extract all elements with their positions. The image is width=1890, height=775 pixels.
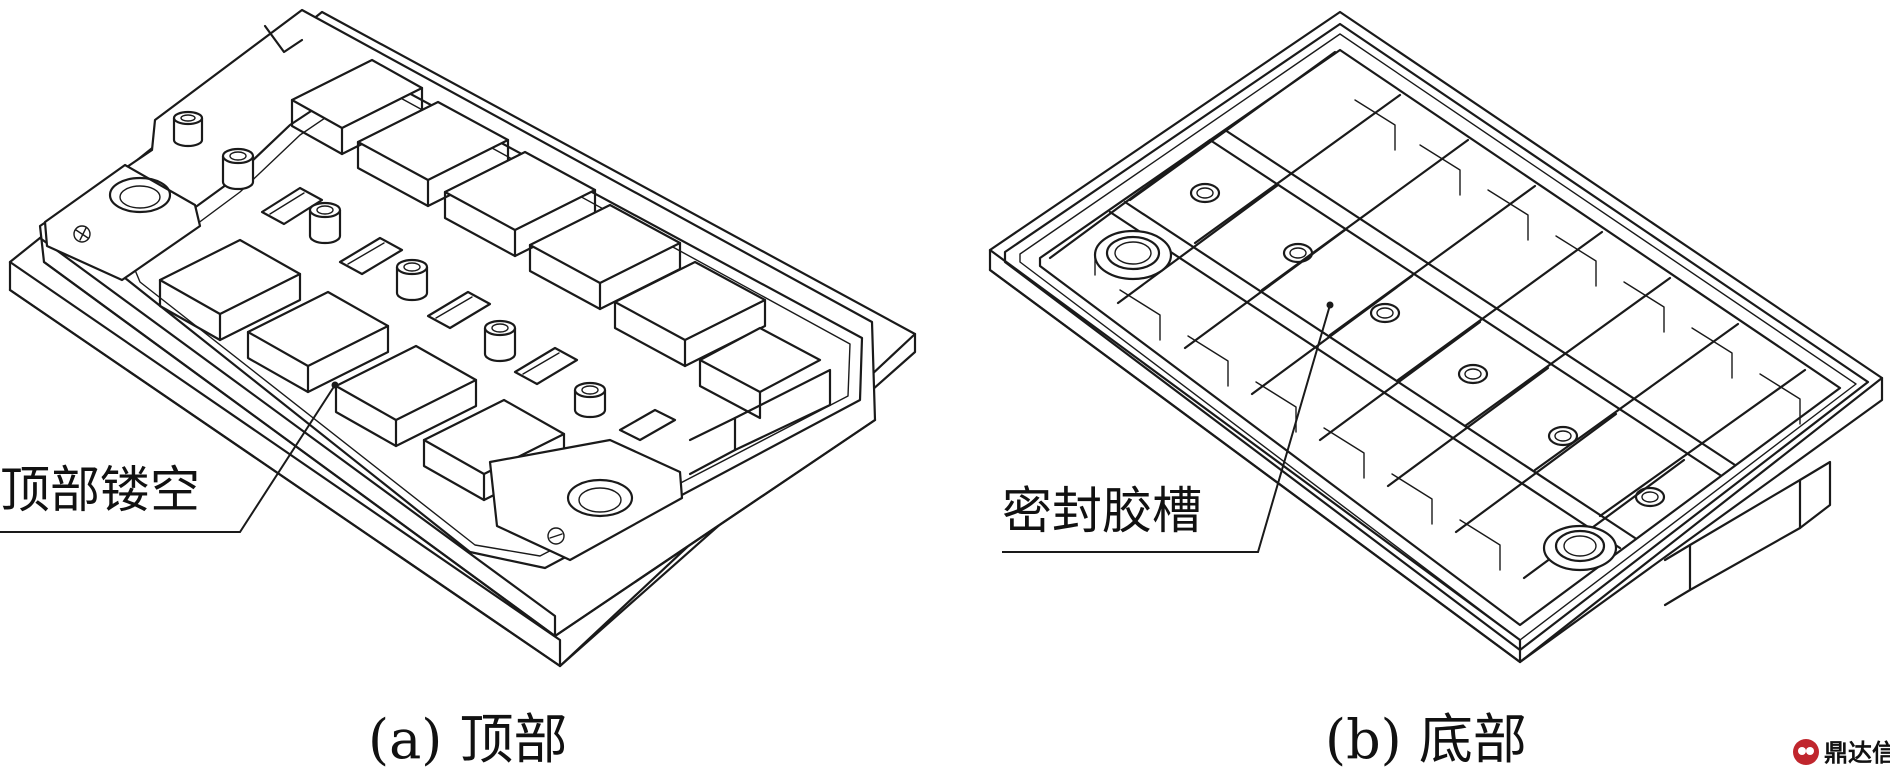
- top-cutout-slots: [260, 186, 677, 442]
- callout-b-leader: [1002, 304, 1331, 553]
- callout-a-leader-dot: [331, 381, 339, 389]
- caption-a: (a) 顶部: [368, 708, 568, 771]
- relay-block: [158, 238, 302, 342]
- center-row-bosses: [1189, 182, 1666, 508]
- sealant-groove-outer: [1003, 22, 1870, 652]
- sealant-groove-inner: [1019, 33, 1857, 641]
- recessed-cavity-inner-edge: [134, 83, 851, 557]
- standoff-boss: [1457, 363, 1489, 385]
- standoff-boss: [172, 110, 204, 148]
- step-corner: [263, 24, 304, 54]
- threaded-boss-left: [1093, 229, 1173, 281]
- tray-outline: [988, 10, 1884, 664]
- cross-ribs: [1048, 50, 1807, 580]
- relay-block: [422, 398, 566, 502]
- callout-b-leader-dot: [1326, 301, 1334, 309]
- partition-ribs: [1108, 128, 1737, 550]
- standoff-boss: [308, 201, 342, 245]
- base-plate-front-edge: [8, 260, 562, 668]
- standoff-bosses: [172, 110, 607, 419]
- standoff-boss: [221, 147, 255, 191]
- standoff-boss: [1189, 182, 1221, 204]
- relay-blocks-right: [290, 58, 822, 420]
- mounting-pad-right: [488, 438, 684, 562]
- top-body-right-wall: [553, 418, 877, 638]
- callout-a-leader: [0, 384, 336, 533]
- callout-b-label: 密封胶槽: [1002, 482, 1202, 540]
- standoff-boss: [1634, 486, 1666, 508]
- callout-a-label: 顶部镂空: [0, 461, 200, 519]
- standoff-boss: [1547, 425, 1579, 447]
- standoff-boss: [573, 381, 607, 419]
- threaded-boss-right: [1542, 524, 1618, 572]
- standoff-boss: [1369, 302, 1401, 324]
- underside-connector: [1663, 460, 1832, 607]
- standoff-boss: [483, 319, 517, 363]
- relay-blocks-left: [158, 238, 566, 502]
- relay-block: [246, 290, 390, 394]
- caption-b: (b) 底部: [1325, 708, 1527, 771]
- dingdaxin-logo-icon: [1793, 739, 1819, 765]
- watermark-text: 鼎达信: [1824, 738, 1890, 767]
- relay-block: [290, 58, 424, 156]
- base-plate-right-edge: [558, 332, 917, 668]
- recessed-cavity: [118, 70, 864, 570]
- side-connector: [688, 368, 832, 476]
- panel-b-bottom-view: 密封胶槽 (b) 底部: [988, 10, 1884, 771]
- watermark: 鼎达信: [1793, 738, 1890, 767]
- mounting-pad-left: [43, 163, 202, 282]
- standoff-boss: [1282, 242, 1314, 264]
- compartment-walls: [1119, 99, 1801, 571]
- relay-block: [443, 150, 597, 258]
- tray-right-wall: [1518, 376, 1884, 664]
- standoff-boss: [395, 258, 429, 302]
- top-body-front-wall: [38, 236, 557, 638]
- panel-a-top-view: 顶部镂空 (a) 顶部: [0, 8, 917, 771]
- relay-block: [334, 344, 478, 448]
